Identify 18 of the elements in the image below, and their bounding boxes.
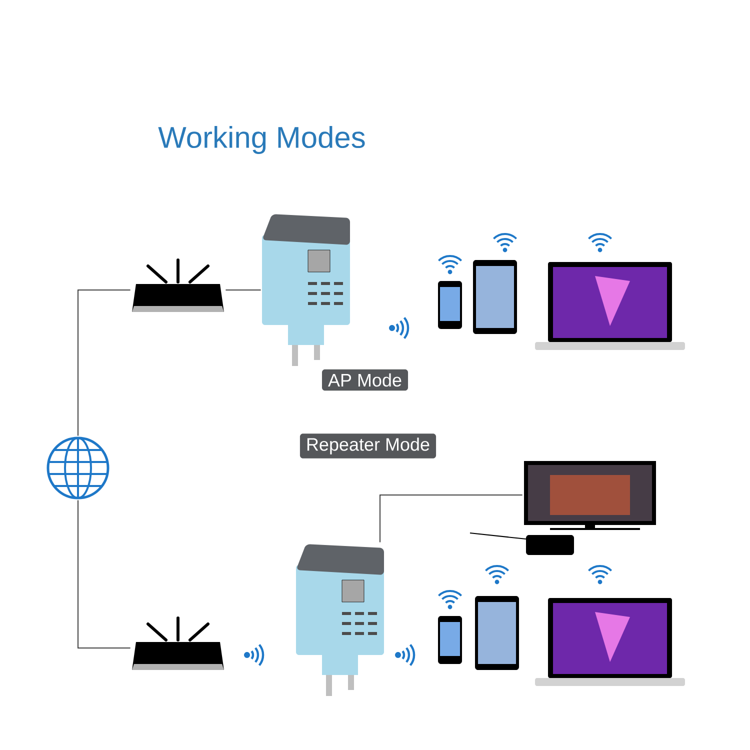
- router-drawing: [132, 616, 224, 670]
- phone-drawing: [438, 281, 462, 329]
- laptop-drawing: [535, 262, 685, 350]
- title: Working Modes: [158, 126, 365, 154]
- mode-label: Repeater Mode: [300, 434, 436, 458]
- tablet-drawing: [475, 596, 519, 670]
- connection-line: [78, 500, 131, 648]
- globe-icon: [46, 436, 110, 500]
- laptop-drawing: [535, 598, 685, 686]
- router-drawing: [132, 258, 224, 312]
- tablet-drawing: [473, 260, 517, 334]
- tv-drawing: [524, 461, 656, 530]
- connection-line: [78, 290, 131, 436]
- repeater-drawing: [262, 214, 350, 366]
- phone-drawing: [438, 616, 462, 664]
- mode-label: AP Mode: [322, 369, 408, 391]
- repeater-drawing: [296, 544, 384, 696]
- tv-box-drawing: [470, 532, 574, 555]
